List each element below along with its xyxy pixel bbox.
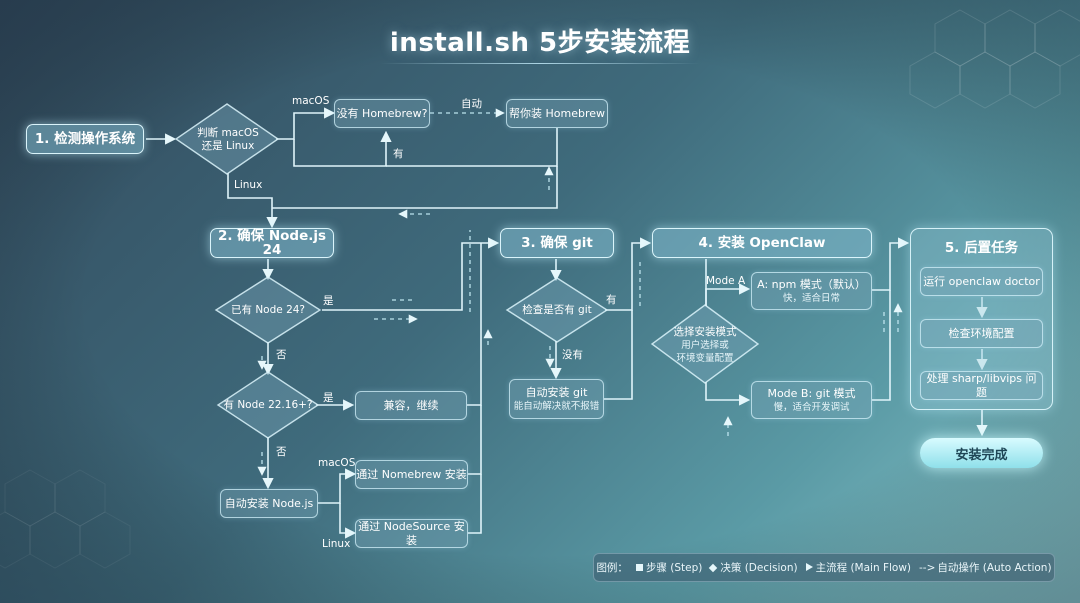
- no-homebrew-box: 没有 Homebrew?: [334, 99, 430, 128]
- decision-mode-shape: [650, 304, 760, 384]
- legend-decision-label: 决策 (Decision): [720, 562, 798, 574]
- decision-node22-label: 有 Node 22.16+?: [223, 398, 313, 411]
- legend-step-label: 步骤 (Step): [645, 562, 703, 574]
- decision-git-label: 检查是否有 git: [522, 303, 592, 316]
- label-macos-node: macOS: [318, 457, 356, 469]
- auto-install-git-subtitle: 能自动解决就不报错: [513, 400, 600, 412]
- label-mode-a: Mode A: [706, 275, 746, 287]
- legend-decision-item: 决策 (Decision): [709, 560, 798, 575]
- label-auto: 自动: [461, 98, 482, 110]
- decision-mode-line-1: 选择安装模式: [673, 325, 737, 338]
- diamond-icon: [709, 563, 718, 573]
- auto-install-git-title: 自动安装 git: [525, 385, 588, 399]
- mode-a-npm-box: A: npm 模式（默认） 快，适合日常: [751, 272, 872, 310]
- legend: 图例： 步骤 (Step) 决策 (Decision) 主流程 (Main Fl…: [593, 553, 1055, 582]
- label-have-homebrew: 有: [393, 148, 404, 160]
- mode-a-title: A: npm 模式（默认）: [757, 277, 866, 291]
- decision-os-label: 判断 macOS 还是 Linux: [182, 126, 274, 154]
- post-task-check-env: 检查环境配置: [920, 319, 1043, 348]
- step-5-post-tasks: 5. 后置任务: [944, 240, 1019, 256]
- label-no-node24: 否: [276, 349, 287, 361]
- decision-node24-label: 已有 Node 24?: [230, 303, 305, 316]
- legend-prefix: 图例：: [596, 562, 628, 574]
- step-4-install-openclaw: 4. 安装 OpenClaw: [652, 228, 872, 258]
- mode-b-subtitle: 慢，适合开发调试: [773, 401, 850, 413]
- mode-b-title: Mode B: git 模式: [767, 386, 856, 400]
- legend-step-item: 步骤 (Step): [635, 560, 703, 575]
- install-via-nomebrew-box: 通过 Nomebrew 安装: [355, 460, 468, 489]
- decision-node22-shape: [216, 371, 320, 439]
- decision-git-shape: [505, 277, 609, 343]
- mode-a-subtitle: 快，适合日常: [782, 292, 840, 304]
- dashed-arrow-icon: -->: [919, 562, 936, 574]
- legend-auto-action-label: 自动操作 (Auto Action): [937, 562, 1052, 574]
- auto-action-lines: [257, 108, 903, 476]
- decision-diamonds: [174, 103, 760, 439]
- square-icon: [635, 564, 643, 571]
- label-macos-step1: macOS: [292, 95, 330, 107]
- auto-install-node-box: 自动安装 Node.js: [220, 489, 318, 518]
- main-flow-lines: [146, 107, 988, 539]
- decision-mode-line-2: 用户选择或: [681, 339, 729, 351]
- label-linux-node: Linux: [322, 538, 351, 550]
- label-linux-step1: Linux: [234, 179, 263, 191]
- legend-auto-action-item: -->自动操作 (Auto Action): [919, 560, 1052, 575]
- install-homebrew-box: 帮你装 Homebrew: [506, 99, 608, 128]
- triangle-icon: [805, 563, 813, 571]
- title-underline: [380, 63, 700, 64]
- post-task-sharp-libvips: 处理 sharp/libvips 问题: [920, 371, 1043, 400]
- decision-mode-line-3: 环境变量配置: [676, 352, 734, 364]
- hex-pattern-top-right: [909, 9, 1080, 109]
- step-3-ensure-git: 3. 确保 git: [500, 228, 614, 258]
- decision-os-shape: [174, 103, 280, 175]
- install-via-nodesource-box: 通过 NodeSource 安装: [355, 519, 468, 548]
- compat-continue-box: 兼容，继续: [355, 391, 467, 420]
- label-yes-node24: 是: [323, 295, 334, 307]
- mode-b-git-box: Mode B: git 模式 慢，适合开发调试: [751, 381, 872, 419]
- step-2-ensure-node: 2. 确保 Node.js 24: [210, 228, 334, 258]
- post-task-openclaw-doctor: 运行 openclaw doctor: [920, 267, 1043, 296]
- legend-main-flow-label: 主流程 (Main Flow): [815, 562, 912, 574]
- decision-os-line-1: 判断 macOS: [197, 127, 259, 139]
- page-title: install.sh 5步安装流程: [389, 28, 691, 58]
- decision-os-line-2: 还是 Linux: [201, 140, 255, 152]
- label-no-node22: 否: [276, 446, 287, 458]
- hex-pattern-bottom-left: [0, 469, 131, 569]
- decision-mode-label: 选择安装模式 用户选择或 环境变量配置: [660, 325, 750, 365]
- label-yes-node22: 是: [323, 392, 334, 404]
- label-no-git: 没有: [562, 349, 583, 361]
- step-1-detect-os: 1. 检测操作系统: [26, 124, 144, 154]
- auto-install-git-box: 自动安装 git 能自动解决就不报错: [509, 379, 604, 419]
- legend-main-flow-item: 主流程 (Main Flow): [805, 560, 912, 575]
- install-complete-badge: 安装完成: [920, 438, 1043, 468]
- decision-node24-shape: [214, 276, 322, 344]
- label-have-git: 有: [606, 294, 617, 306]
